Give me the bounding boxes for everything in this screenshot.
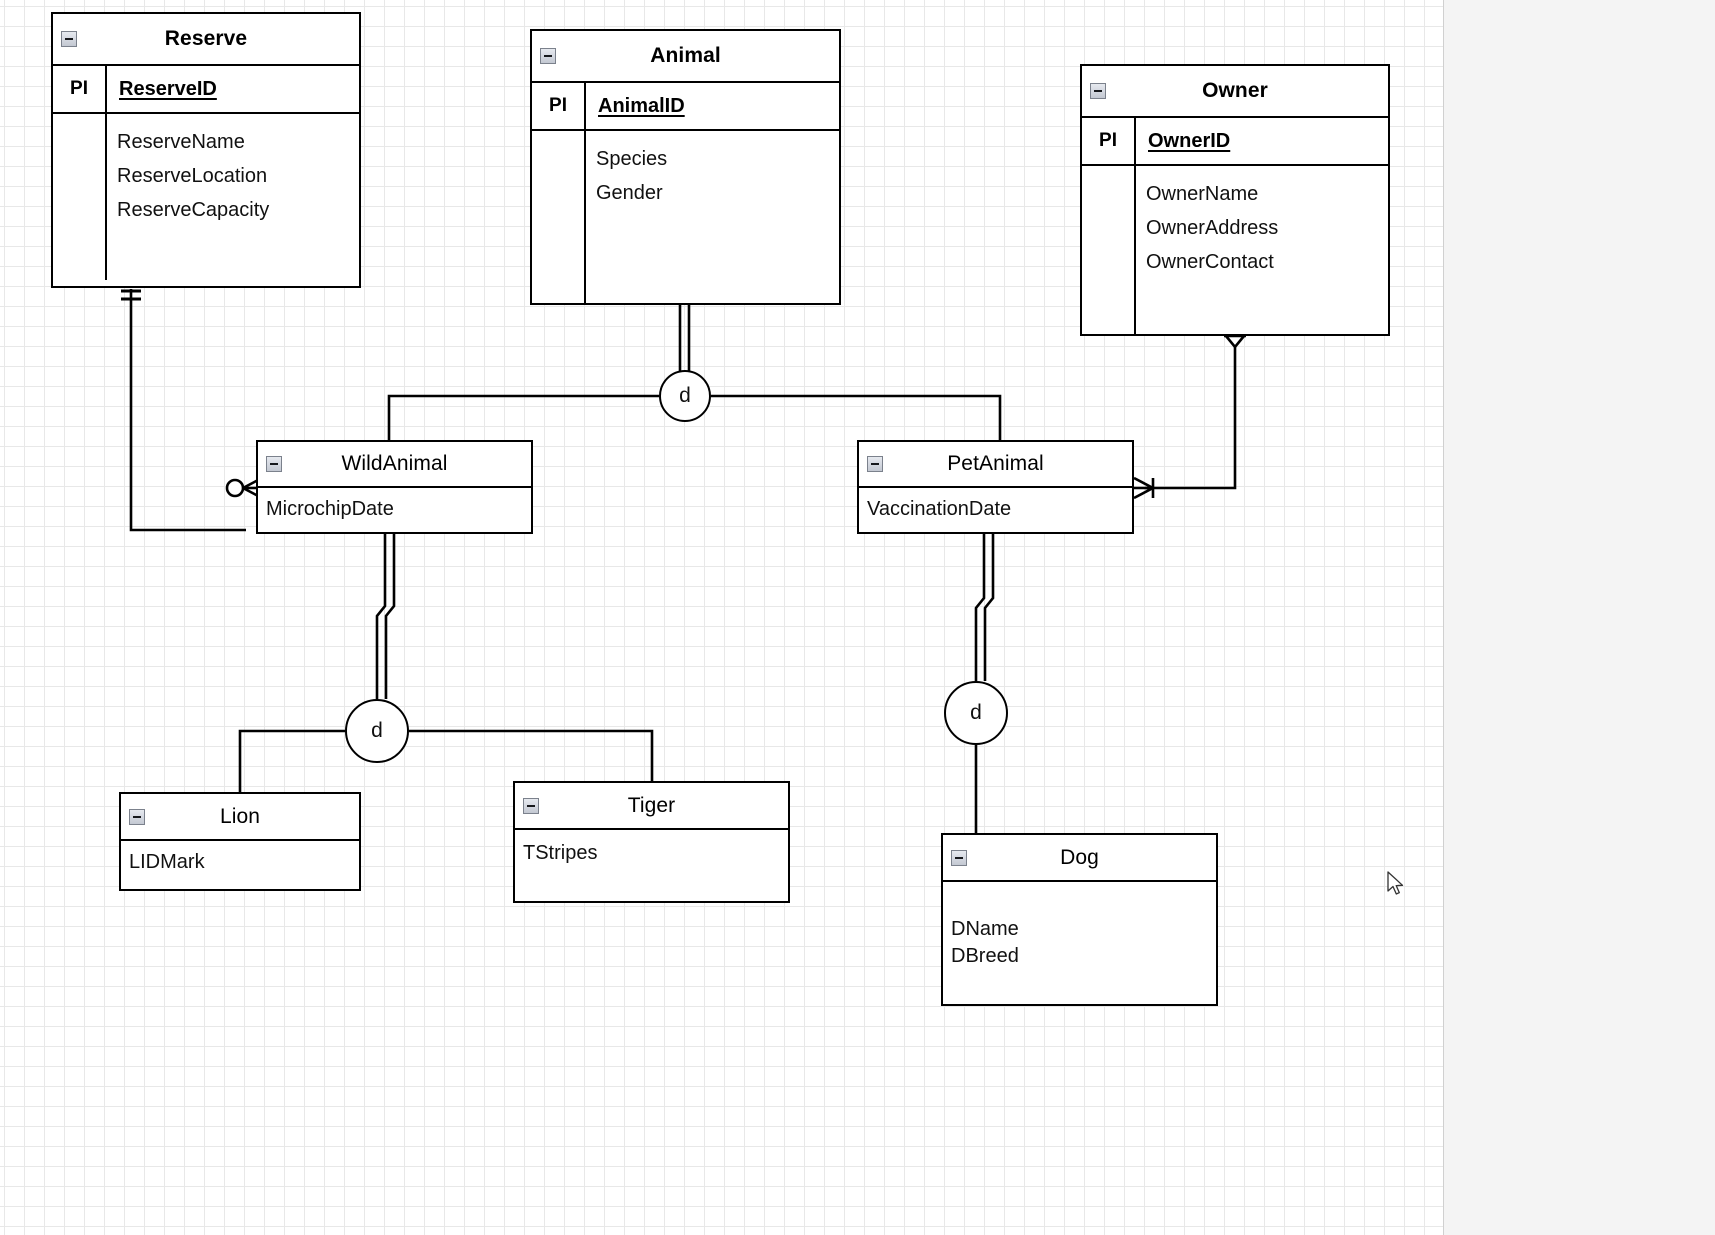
subtype-node-label: d	[679, 384, 691, 407]
attribute-item[interactable]: OwnerAddress	[1146, 217, 1279, 239]
entity-title: Lion	[219, 804, 261, 828]
column-divider	[1134, 166, 1136, 334]
attribute-item[interactable]: LIDMark	[129, 851, 205, 873]
entity-title: WildAnimal	[341, 452, 448, 475]
attribute-item[interactable]: Gender	[596, 182, 663, 204]
entity-header-reserve: Reserve	[53, 14, 359, 66]
entity-wildanimal[interactable]: WildAnimal MicrochipDate	[256, 440, 533, 534]
subtype-node-label: d	[371, 719, 383, 742]
primary-key-row[interactable]: PI ReserveID	[53, 66, 359, 114]
attribute-item[interactable]: Species	[596, 148, 668, 170]
pi-label: PI	[1082, 118, 1136, 164]
entity-header-owner: Owner	[1082, 66, 1388, 118]
entity-title: Owner	[1202, 79, 1268, 102]
entity-title: Reserve	[164, 27, 248, 50]
entity-header-tiger: Tiger	[515, 783, 788, 830]
attribute-item[interactable]: OwnerContact	[1146, 251, 1274, 273]
primary-key-name: OwnerID	[1148, 129, 1231, 152]
primary-key-name: ReserveID	[119, 77, 217, 100]
minus-icon[interactable]	[523, 797, 539, 814]
attribute-list: OwnerName OwnerAddress OwnerContact	[1082, 166, 1388, 334]
attribute-grid-owner: PI OwnerID OwnerName OwnerAddress OwnerC…	[1082, 118, 1388, 334]
subtype-node-petanimal[interactable]: d	[944, 681, 1008, 745]
entity-animal[interactable]: Animal PI AnimalID Species Gender	[530, 29, 841, 305]
attribute-item[interactable]: ReserveLocation	[117, 165, 268, 187]
entity-owner[interactable]: Owner PI OwnerID OwnerName OwnerAddress …	[1080, 64, 1390, 336]
minus-icon[interactable]	[951, 849, 967, 866]
attribute-grid-animal: PI AnimalID Species Gender	[532, 83, 839, 303]
entity-lion[interactable]: Lion LIDMark	[119, 792, 361, 891]
column-divider	[584, 131, 586, 303]
attribute-item[interactable]: DBreed	[951, 945, 1019, 967]
minus-icon[interactable]	[61, 31, 77, 47]
entity-header-wildanimal: WildAnimal	[258, 442, 531, 488]
minus-icon[interactable]	[867, 456, 883, 472]
primary-key-name: AnimalID	[598, 94, 685, 117]
entity-petanimal[interactable]: PetAnimal VaccinationDate	[857, 440, 1134, 534]
subtype-node-wildanimal[interactable]: d	[345, 699, 409, 763]
primary-key-row[interactable]: PI AnimalID	[532, 83, 839, 131]
minus-icon[interactable]	[266, 456, 282, 472]
subtype-node-animal[interactable]: d	[659, 370, 711, 422]
minus-icon[interactable]	[1090, 83, 1106, 99]
entity-title: Animal	[650, 44, 721, 67]
attribute-item[interactable]: DName	[951, 918, 1019, 940]
primary-key-row[interactable]: PI OwnerID	[1082, 118, 1388, 166]
attribute-item[interactable]: TStripes	[523, 842, 598, 864]
attribute-list: Species Gender	[532, 131, 839, 303]
entity-title: PetAnimal	[947, 452, 1044, 475]
entity-header-petanimal: PetAnimal	[859, 442, 1132, 488]
entity-tiger[interactable]: Tiger TStripes	[513, 781, 790, 903]
attribute-item[interactable]: VaccinationDate	[867, 498, 1012, 520]
entity-header-lion: Lion	[121, 794, 359, 841]
subtype-node-label: d	[970, 701, 982, 724]
attribute-item[interactable]: OwnerName	[1146, 183, 1259, 205]
right-side-panel	[1443, 0, 1715, 1235]
pi-label: PI	[53, 66, 107, 112]
minus-icon[interactable]	[129, 808, 145, 825]
attribute-item[interactable]: ReserveName	[117, 131, 245, 153]
entity-dog[interactable]: Dog DName DBreed	[941, 833, 1218, 1006]
attribute-item[interactable]: ReserveCapacity	[117, 199, 270, 221]
entity-header-dog: Dog	[943, 835, 1216, 882]
entity-reserve[interactable]: Reserve PI ReserveID ReserveName Reserve…	[51, 12, 361, 288]
entity-title: Dog	[1060, 845, 1099, 869]
attribute-item[interactable]: MicrochipDate	[266, 498, 394, 520]
pi-label: PI	[532, 83, 586, 129]
attribute-grid-reserve: PI ReserveID ReserveName ReserveLocation…	[53, 66, 359, 286]
entity-title: Tiger	[627, 793, 676, 817]
entity-header-animal: Animal	[532, 31, 839, 83]
minus-icon[interactable]	[540, 48, 556, 64]
attribute-list: ReserveName ReserveLocation ReserveCapac…	[53, 114, 359, 286]
column-divider	[105, 114, 107, 280]
